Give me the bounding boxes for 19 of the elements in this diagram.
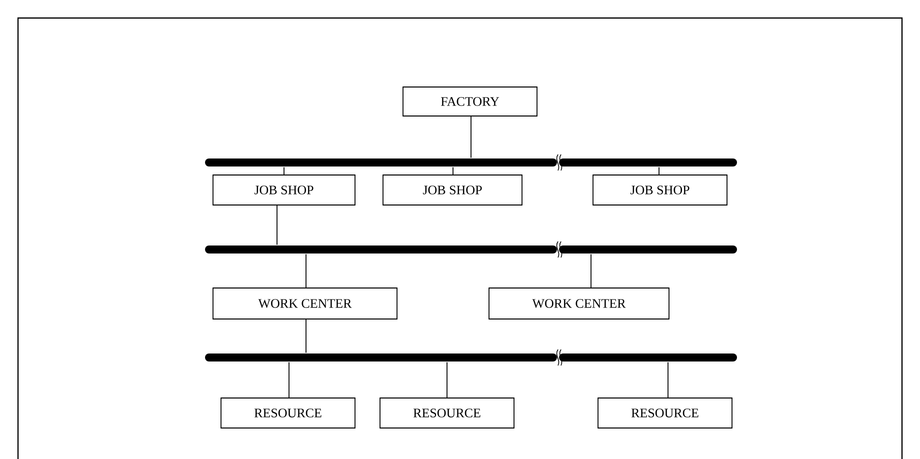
connector-line <box>288 362 290 398</box>
level-box: WORK CENTER <box>488 288 670 320</box>
level-box: WORK CENTER <box>212 288 398 320</box>
level-box: JOB SHOP <box>592 174 728 206</box>
connector-line <box>590 254 592 288</box>
connector-line <box>452 166 454 175</box>
bus-bar <box>205 154 737 171</box>
connector-line <box>446 362 448 398</box>
connector-line <box>470 116 472 158</box>
connector-line <box>276 205 278 246</box>
level-box: RESOURCE <box>598 398 732 428</box>
bus-bar <box>205 349 737 366</box>
level-box: JOB SHOP <box>382 174 522 206</box>
level-box: RESOURCE <box>380 398 514 428</box>
level-box: JOB SHOP <box>212 174 356 206</box>
level-box: FACTORY <box>402 86 538 116</box>
connector-line <box>658 166 660 175</box>
level-box: RESOURCE <box>220 398 356 428</box>
bus-bar <box>205 241 737 258</box>
